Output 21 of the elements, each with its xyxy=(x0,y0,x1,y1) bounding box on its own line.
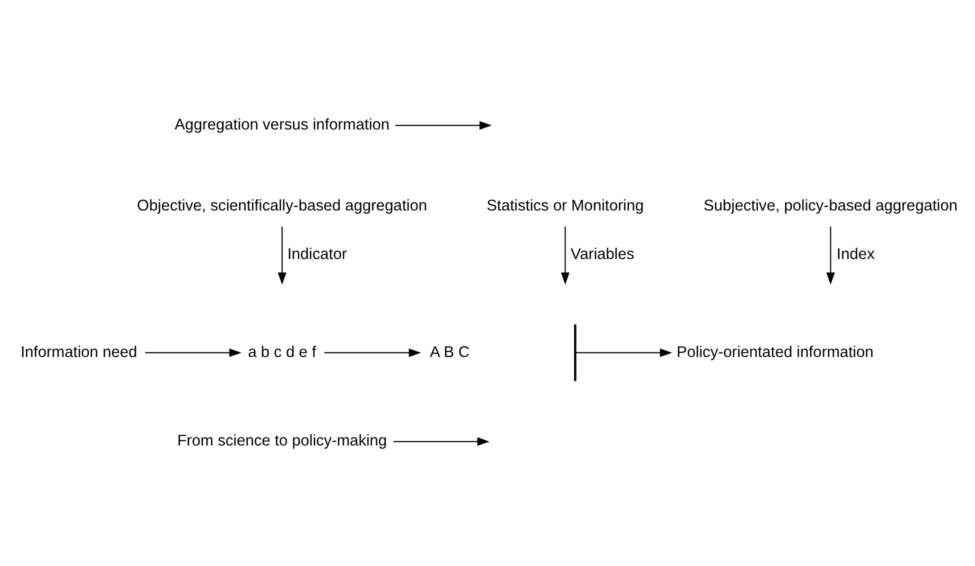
arrow xyxy=(560,226,570,284)
edge-label: Index xyxy=(836,245,875,262)
arrow xyxy=(576,348,672,357)
edge-label: Indicator xyxy=(287,245,347,262)
node-text: From science to policy-making xyxy=(177,432,387,450)
node-text: Information need xyxy=(20,343,138,360)
node-text: Policy-orientated information xyxy=(676,343,874,360)
arrow xyxy=(145,348,242,357)
arrow xyxy=(393,436,490,446)
arrow xyxy=(395,120,492,130)
node-text: a b c d e f xyxy=(248,343,316,360)
node-text: A B C xyxy=(430,343,470,360)
arrow xyxy=(324,348,422,357)
edge-label: Variables xyxy=(570,245,634,262)
arrow xyxy=(826,226,835,284)
node-text: Statistics or Monitoring xyxy=(486,197,644,214)
node-text: Objective, scientifically-based aggregation xyxy=(137,197,428,214)
node-text: Subjective, policy-based aggregation xyxy=(704,197,958,214)
node-bar xyxy=(574,324,576,381)
node-text: Aggregation versus information xyxy=(174,116,390,134)
arrow xyxy=(278,226,286,284)
